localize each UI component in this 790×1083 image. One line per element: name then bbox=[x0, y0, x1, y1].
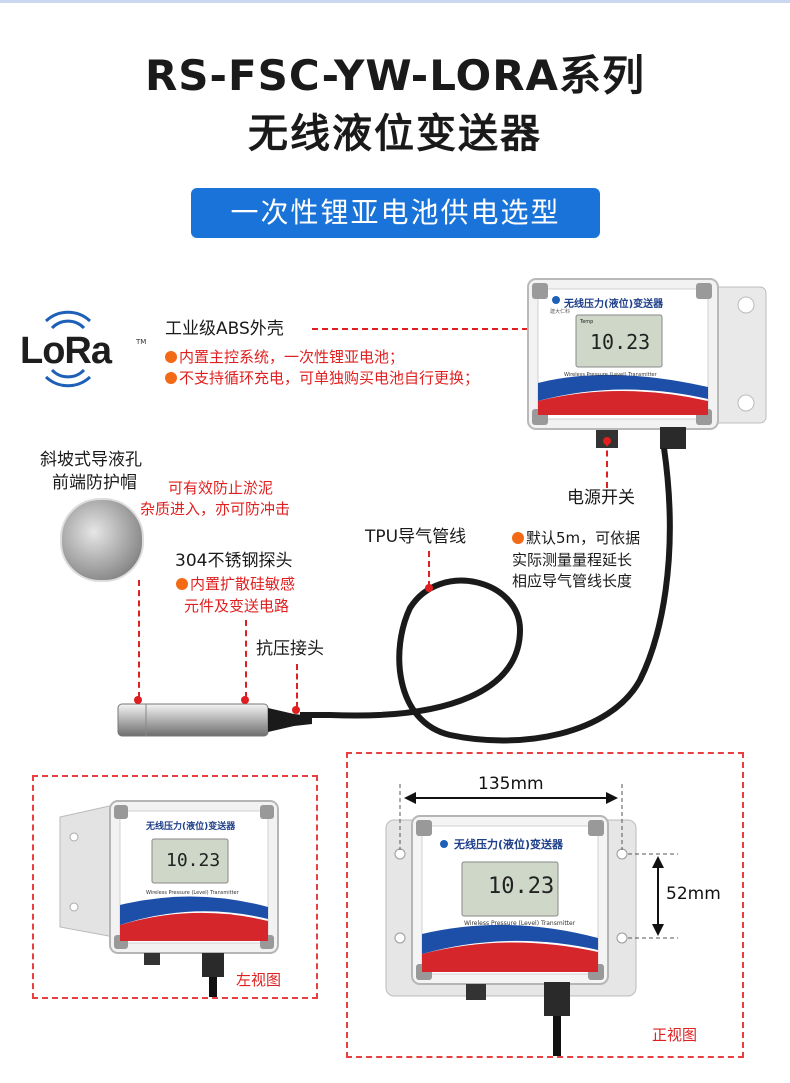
page-title: RS-FSC-YW-LORA系列 bbox=[144, 51, 646, 100]
left-view-caption: 左视图 bbox=[236, 971, 282, 989]
cable-desc-3: 相应导气管线长度 bbox=[512, 572, 633, 590]
device-lcd-top: Temp bbox=[580, 319, 594, 325]
shell-leader-line bbox=[312, 328, 548, 330]
main-device: 无线压力(液位)变送器 建大仁科 Temp 10.23 Wireless Pre… bbox=[520, 275, 770, 455]
lora-signal-icon bbox=[44, 310, 92, 388]
joint-point-dot bbox=[292, 706, 300, 714]
cap-desc-1: 可有效防止淤泥 bbox=[168, 479, 274, 497]
front-view-lcd: 10.23 bbox=[488, 874, 555, 899]
power-leader-line bbox=[606, 440, 608, 488]
probe-leader-line bbox=[245, 620, 247, 698]
front-view-height-dim: 52mm bbox=[666, 884, 721, 904]
bullet-icon bbox=[512, 532, 524, 544]
front-view-frame: 无线压力(液位)变送器 10.23 Wireless Pressure (Lev… bbox=[346, 752, 744, 1058]
cable-leader-line bbox=[428, 551, 430, 587]
cable-desc-1: 默认5m，可依据 bbox=[512, 528, 640, 549]
left-view-brand: 无线压力(液位)变送器 bbox=[146, 822, 236, 832]
front-view-width-dim: 135mm bbox=[478, 774, 544, 794]
cap-label-2: 前端防护帽 bbox=[52, 473, 137, 493]
page-subtitle: 无线液位变送器 bbox=[248, 111, 542, 157]
device-brand-small: 建大仁科 bbox=[550, 309, 571, 315]
device-lcd-value: 10.23 bbox=[590, 330, 651, 354]
probe-desc-2: 元件及变送电路 bbox=[184, 597, 290, 615]
lora-tm: TM bbox=[136, 338, 147, 346]
probe-label: 304不锈钢探头 bbox=[175, 551, 293, 571]
probe bbox=[116, 700, 316, 740]
power-point-dot bbox=[603, 437, 611, 445]
cap-desc-2: 杂质进入，亦可防冲击 bbox=[140, 500, 291, 518]
power-option-badge: 一次性锂亚电池供电选型 bbox=[191, 188, 600, 238]
device-brand: 无线压力(液位)变送器 bbox=[564, 299, 664, 310]
top-border-line bbox=[0, 0, 790, 3]
cap-point-dot bbox=[134, 696, 142, 704]
device-subtitle: Wireless Pressure (Level) Transmitter bbox=[564, 372, 657, 378]
cable-desc-2: 实际测量量程延长 bbox=[512, 551, 633, 569]
power-switch-label: 电源开关 bbox=[567, 488, 635, 508]
shell-label: 工业级ABS外壳 bbox=[165, 319, 284, 339]
lora-logo: LoRa TM bbox=[18, 308, 148, 388]
joint-leader-line bbox=[296, 664, 298, 708]
shell-note-1: 内置主控系统，一次性锂亚电池； bbox=[165, 347, 404, 368]
left-view-lcd: 10.23 bbox=[166, 850, 221, 871]
left-view-frame: 无线压力(液位)变送器 10.23 Wireless Pressure (Lev… bbox=[32, 775, 318, 999]
bullet-icon bbox=[165, 372, 177, 384]
front-view-brand: 无线压力(液位)变送器 bbox=[454, 838, 564, 851]
bullet-icon bbox=[176, 578, 188, 590]
joint-label: 抗压接头 bbox=[256, 639, 324, 659]
cable-label: TPU导气管线 bbox=[365, 527, 467, 547]
left-view-subtitle: Wireless Pressure (Level) Transmitter bbox=[146, 890, 239, 896]
shell-note-2: 不支持循环充电，可单独购买电池自行更换； bbox=[165, 368, 479, 389]
cap-leader-line bbox=[138, 580, 140, 698]
front-view-caption: 正视图 bbox=[652, 1026, 698, 1044]
cap-label-1: 斜坡式导液孔 bbox=[40, 450, 142, 470]
probe-point-dot bbox=[241, 696, 249, 704]
cap-closeup-image bbox=[60, 498, 144, 582]
cable-point-dot bbox=[425, 584, 433, 592]
probe-desc-1: 内置扩散硅敏感 bbox=[176, 574, 295, 595]
lora-logo-text: LoRa bbox=[20, 330, 112, 372]
bullet-icon bbox=[165, 351, 177, 363]
front-view-subtitle: Wireless Pressure (Level) Transmitter bbox=[464, 920, 576, 927]
